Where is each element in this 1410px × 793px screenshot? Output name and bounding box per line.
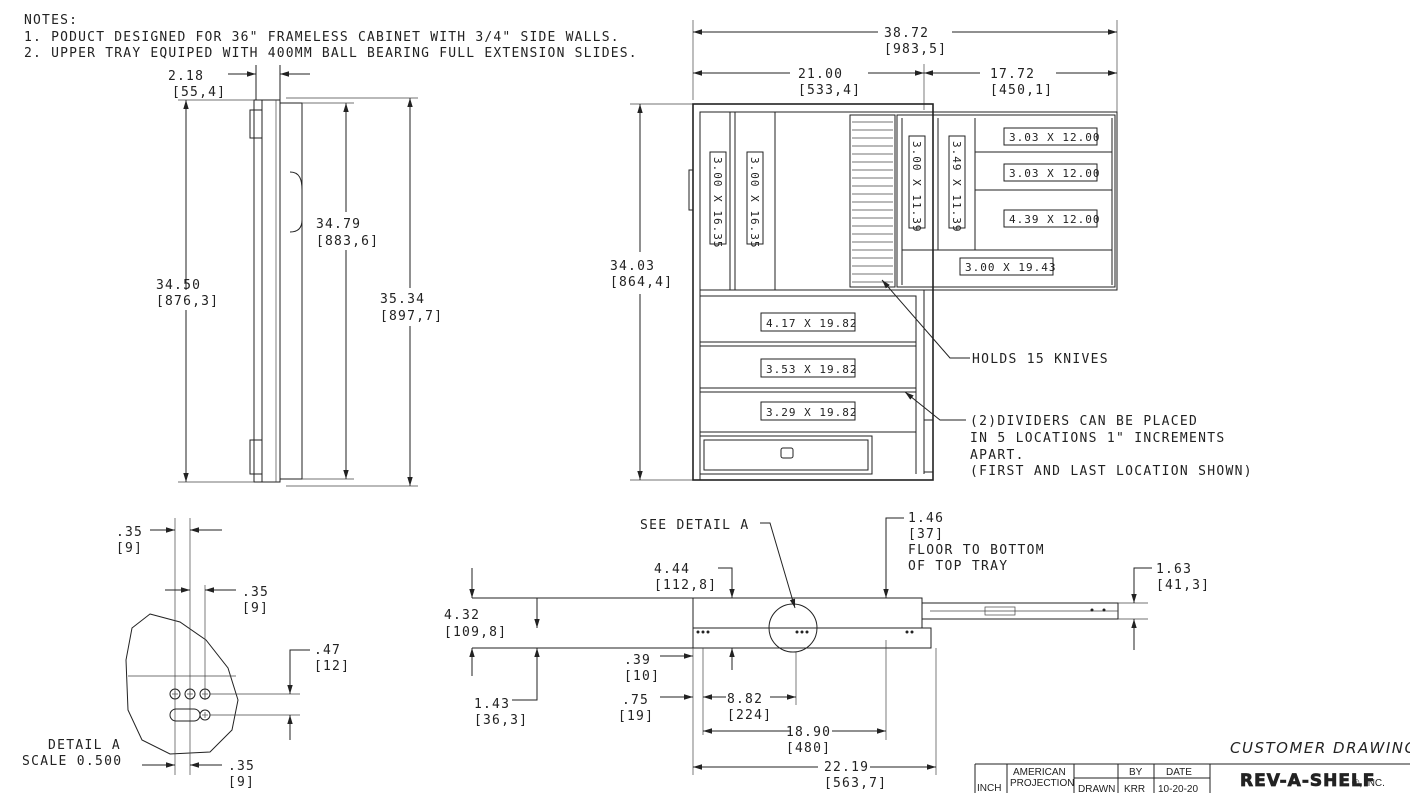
dim-8-82-mm: [224] [727, 708, 772, 723]
customer-drawing-label: CUSTOMER DRAWING [1230, 739, 1410, 757]
dim-0-75-mm: [19] [618, 709, 654, 724]
dim-35-34: 35.34 [380, 292, 425, 307]
logo-text: REV-A-SHELF [1240, 771, 1375, 791]
dim-0-39: .39 [624, 653, 651, 668]
drawn-label: DRAWN [1078, 784, 1115, 793]
compartment-label-7: 4.39 X 12.00 [1009, 213, 1100, 226]
rev-a-shelf-logo-icon: REV-A-SHELF ®, INC. [1240, 771, 1385, 792]
dim-35-34-mm: [897,7] [380, 309, 443, 324]
compartment-labels: 3.00 X 16.35 3.00 X 16.35 3.00 X 11.39 3… [709, 127, 1100, 421]
dim-34-79-mm: [883,6] [316, 234, 379, 249]
compartment-label-6: 3.03 X 12.00 [1009, 167, 1100, 180]
logo-suffix: ®, INC. [1352, 778, 1385, 789]
mounting-slot-icon [169, 708, 201, 722]
side-view: 2.18 [55,4] 34.50 [876,3] 34.79 [883,6] … [156, 65, 443, 487]
dim-22-19-mm: [563,7] [824, 776, 887, 791]
compartment-label-9: 4.17 X 19.82 [766, 317, 857, 330]
dim-1-43-mm: [36,3] [474, 713, 528, 728]
knife-slots [852, 121, 893, 283]
compartment-label-11: 3.29 X 19.82 [766, 406, 857, 419]
dim-18-90-mm: [480] [786, 741, 831, 756]
drawn-by: KRR [1124, 784, 1145, 793]
dim-1-43: 1.43 [474, 697, 510, 712]
front-view: 38.72 [983,5] 21.00 [533,4] 17.72 [450,1… [610, 20, 1253, 481]
drawn-date: 10-20-20 [1158, 784, 1198, 793]
dim-34-79: 34.79 [316, 217, 361, 232]
dim-2-18-mm: [55,4] [172, 85, 226, 100]
dim-17-72-mm: [450,1] [990, 83, 1053, 98]
detail-a-view: .35 [9] .35 [9] .47 [12] .35 [9] DETAIL … [22, 518, 350, 790]
mounting-hole-icon [169, 688, 181, 700]
dim-1-46: 1.46 [908, 511, 944, 526]
date-header: DATE [1166, 767, 1192, 778]
annotation-dividers-3: APART. [970, 448, 1025, 463]
note-line-1: 1. PODUCT DESIGNED FOR 36" FRAMELESS CAB… [24, 30, 620, 45]
dim-34-03: 34.03 [610, 259, 655, 274]
projection-label-1: AMERICAN [1013, 767, 1066, 778]
title-block: CUSTOMER DRAWING INCH AMERICAN PROJECTIO… [974, 739, 1410, 793]
detail-scale: SCALE 0.500 [22, 754, 122, 769]
see-detail-label: SEE DETAIL A [640, 518, 750, 533]
dim-detail-35-c: .35 [228, 759, 255, 774]
dim-4-32-mm: [109,8] [444, 625, 507, 640]
dim-4-32: 4.32 [444, 608, 480, 623]
detail-title: DETAIL A [48, 738, 121, 753]
dim-34-50-mm: [876,3] [156, 294, 219, 309]
dim-34-03-mm: [864,4] [610, 275, 673, 290]
dim-21-00: 21.00 [798, 67, 843, 82]
compartment-label-2: 3.00 X 16.35 [748, 157, 761, 248]
dim-2-18: 2.18 [168, 69, 204, 84]
annotation-knives: HOLDS 15 KNIVES [972, 352, 1109, 367]
floor-label-2: OF TOP TRAY [908, 559, 1008, 574]
dim-38-72-mm: [983,5] [884, 42, 947, 57]
compartment-label-8: 3.00 X 19.43 [965, 261, 1056, 274]
note-line-2: 2. UPPER TRAY EQUIPED WITH 400MM BALL BE… [24, 46, 638, 61]
dim-0-75: .75 [622, 693, 649, 708]
projection-label-2: PROJECTION [1010, 778, 1074, 789]
annotation-dividers-1: (2)DIVIDERS CAN BE PLACED [970, 414, 1198, 429]
compartment-label-5: 3.03 X 12.00 [1009, 131, 1100, 144]
unit-label: INCH [977, 783, 1001, 793]
dim-detail-35-a: .35 [116, 525, 143, 540]
by-header: BY [1129, 767, 1143, 778]
dim-1-63-mm: [41,3] [1156, 578, 1210, 593]
compartment-label-3: 3.00 X 11.39 [910, 141, 923, 232]
dim-0-39-mm: [10] [624, 669, 660, 684]
dim-18-90: 18.90 [786, 725, 831, 740]
notes-heading: NOTES: [24, 13, 78, 28]
dim-22-19: 22.19 [824, 760, 869, 775]
annotation-dividers-4: (FIRST AND LAST LOCATION SHOWN) [970, 464, 1253, 479]
dim-4-44: 4.44 [654, 562, 690, 577]
dim-detail-35-c-mm: [9] [228, 775, 255, 790]
compartment-label-10: 3.53 X 19.82 [766, 363, 857, 376]
dim-38-72: 38.72 [884, 26, 929, 41]
dim-detail-47: .47 [314, 643, 341, 658]
dim-1-63: 1.63 [1156, 562, 1192, 577]
dim-21-00-mm: [533,4] [798, 83, 861, 98]
annotation-dividers-2: IN 5 LOCATIONS 1" INCREMENTS [970, 431, 1226, 446]
dim-17-72: 17.72 [990, 67, 1035, 82]
notes-block: NOTES: 1. PODUCT DESIGNED FOR 36" FRAMEL… [24, 13, 638, 61]
dim-detail-35-a-mm: [9] [116, 541, 143, 556]
floor-label-1: FLOOR TO BOTTOM [908, 543, 1045, 558]
dim-detail-35-b: .35 [242, 585, 269, 600]
dim-34-50: 34.50 [156, 278, 201, 293]
dim-8-82: 8.82 [727, 692, 763, 707]
dim-4-44-mm: [112,8] [654, 578, 717, 593]
dim-detail-47-mm: [12] [314, 659, 350, 674]
compartment-label-4: 3.49 X 11.39 [950, 141, 963, 232]
compartment-label-1: 3.00 X 16.35 [711, 157, 724, 248]
dim-detail-35-b-mm: [9] [242, 601, 269, 616]
dim-1-46-mm: [37] [908, 527, 944, 542]
bottom-view: SEE DETAIL A 4.44 [112,8] 4.32 [109,8] 1… [444, 511, 1210, 791]
mounting-hole-icon [184, 688, 196, 700]
